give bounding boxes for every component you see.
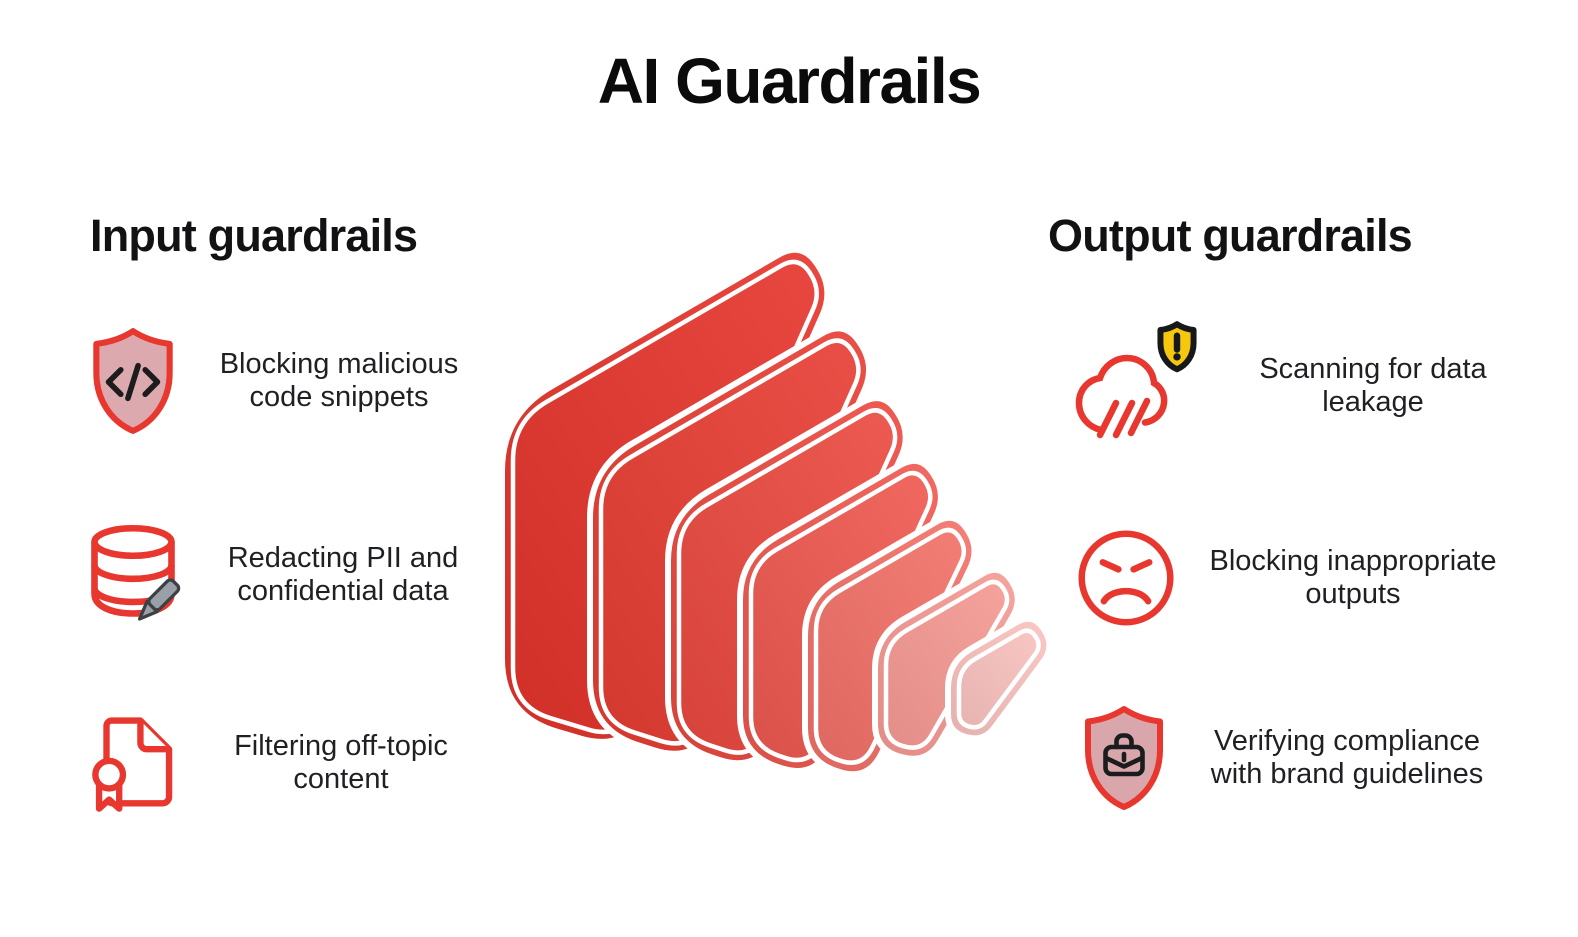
input-item-label: Redacting PII and confidential data	[227, 541, 459, 607]
input-guardrails-heading: Input guardrails	[90, 210, 418, 261]
input-item-offtopic: Filtering off-topic content	[80, 700, 482, 826]
document-certificate-icon	[80, 707, 186, 819]
shield-code-icon	[82, 324, 184, 438]
angry-face-icon	[1072, 524, 1180, 632]
output-item-label: Scanning for data leakage	[1259, 352, 1487, 418]
output-item-data-leakage: Scanning for data leakage	[1066, 316, 1534, 456]
shield-briefcase-icon	[1074, 701, 1174, 815]
cloud-leak-warning-icon	[1066, 319, 1200, 453]
input-item-label: Blocking malicious code snippets	[219, 347, 459, 413]
output-guardrails-heading: Output guardrails	[1048, 210, 1413, 261]
input-item-malicious-code: Blocking malicious code snippets	[82, 322, 480, 440]
page-title: AI Guardrails	[597, 45, 982, 117]
output-item-label: Blocking inappropriate outputs	[1209, 544, 1497, 610]
input-item-redact-pii: Redacting PII and confidential data	[78, 513, 484, 637]
database-pencil-icon	[78, 519, 188, 631]
output-item-label: Verifying compliance with brand guidelin…	[1210, 724, 1484, 790]
output-item-brand-compliance: Verifying compliance with brand guidelin…	[1074, 698, 1508, 818]
output-item-inappropriate: Blocking inappropriate outputs	[1072, 522, 1514, 634]
input-item-label: Filtering off-topic content	[234, 729, 448, 795]
